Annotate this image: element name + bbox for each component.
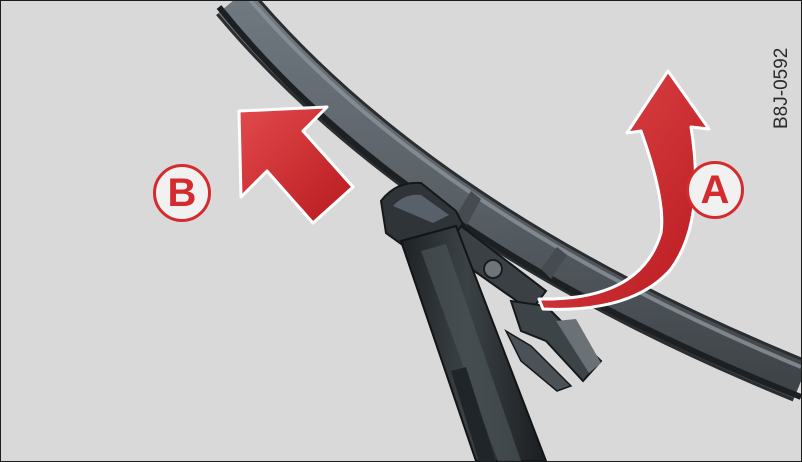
callout-a: A (686, 161, 744, 219)
callout-b: B (153, 164, 211, 222)
image-code: B8J-0592 (767, 17, 797, 129)
release-lever (506, 301, 601, 391)
